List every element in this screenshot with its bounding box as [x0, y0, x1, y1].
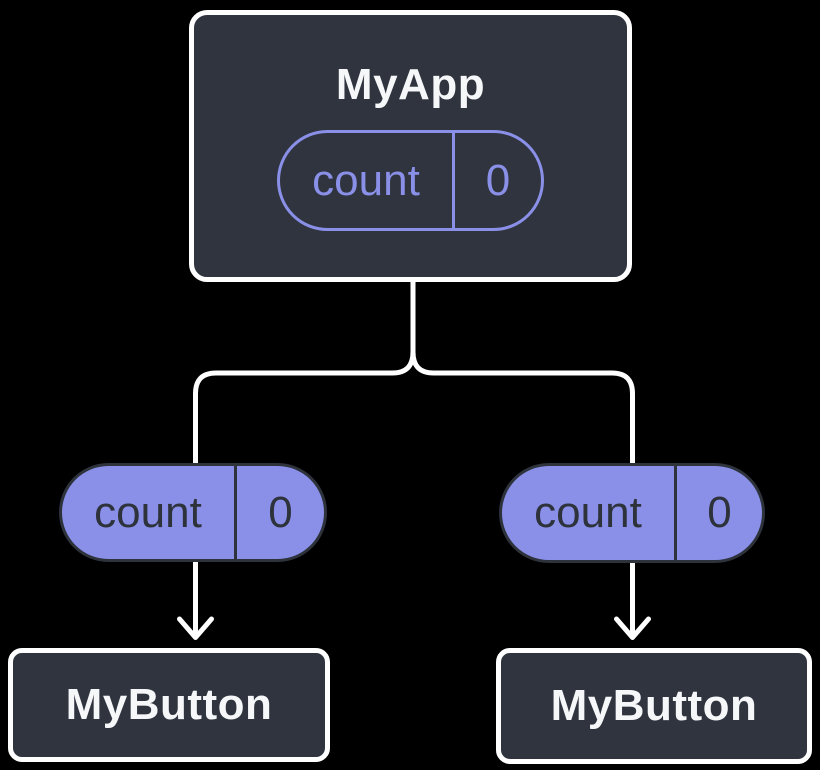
pill-divider	[234, 466, 237, 559]
state-value-label: 0	[485, 155, 511, 205]
arrowhead-down-left-icon	[177, 616, 214, 640]
arrowhead-down-right-icon	[614, 616, 651, 640]
child-component-node-right: MyButton	[496, 648, 812, 764]
child-node-title: MyButton	[550, 681, 758, 730]
root-state-pill: count 0	[277, 130, 544, 231]
prop-pill-left: count 0	[59, 463, 327, 562]
branch-line-left	[193, 269, 416, 471]
root-node-title: MyApp	[335, 60, 486, 109]
child-component-node-left: MyButton	[8, 648, 330, 762]
pill-divider	[452, 133, 455, 228]
child-node-title: MyButton	[65, 680, 273, 729]
prop-pill-right: count 0	[499, 463, 765, 563]
state-name-label: count	[312, 155, 420, 205]
pill-divider	[674, 466, 677, 560]
root-component-node: MyApp count 0	[189, 10, 632, 282]
branch-line-right	[410, 269, 635, 471]
prop-value-label: 0	[268, 487, 293, 537]
prop-value-label: 0	[707, 488, 732, 537]
prop-name-label: count	[534, 488, 642, 537]
prop-name-label: count	[94, 487, 202, 537]
